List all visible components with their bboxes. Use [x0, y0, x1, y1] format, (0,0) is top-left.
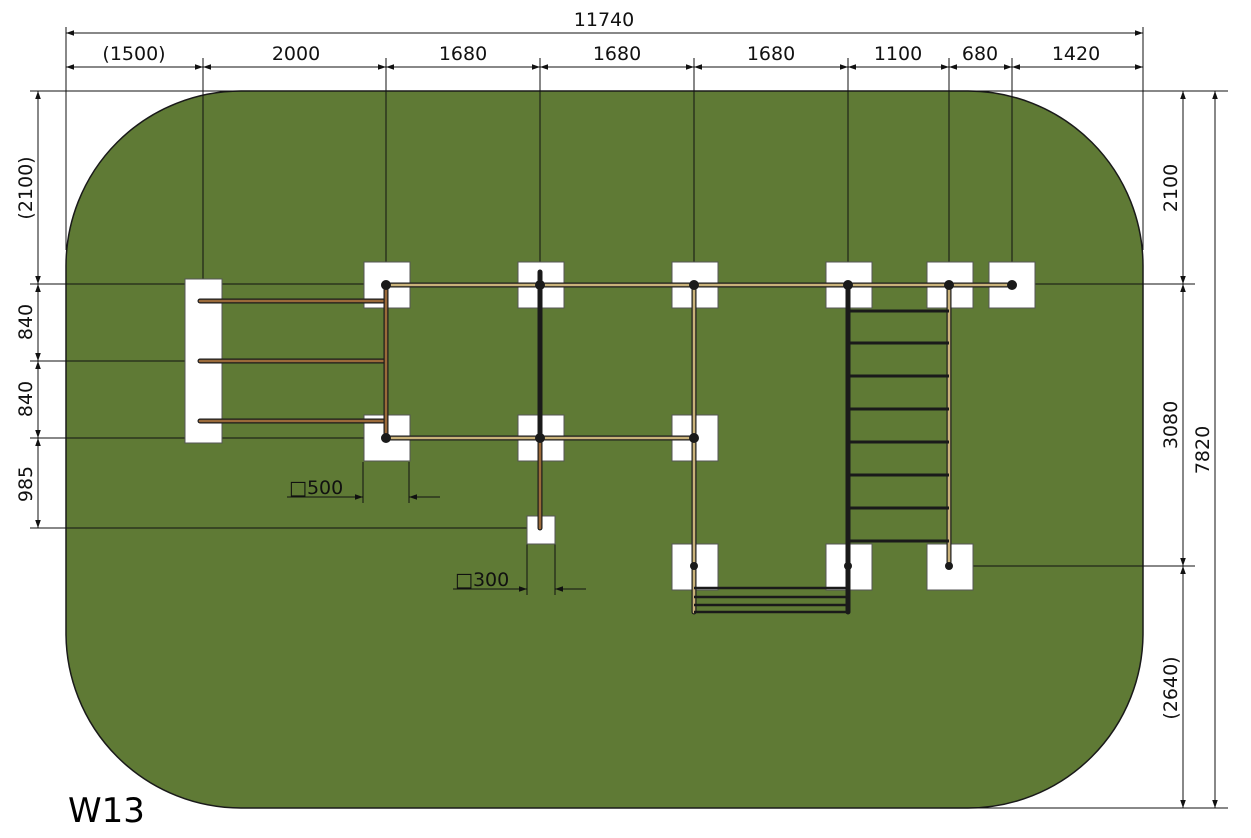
post: [945, 562, 953, 570]
post: [381, 280, 391, 290]
dim-overall-height: 7820: [1192, 426, 1214, 474]
dim-top-6: 1100: [874, 43, 922, 65]
monkey-bar-rungs: [848, 309, 949, 543]
post: [381, 433, 391, 443]
dim-right-3: (2640): [1160, 656, 1182, 719]
dim-left-1: (2100): [15, 156, 37, 219]
post: [535, 280, 545, 290]
drawing-title: W13: [68, 791, 145, 831]
post: [535, 433, 545, 443]
dim-right-2: 3080: [1160, 401, 1182, 449]
dim-top-4: 1680: [593, 43, 641, 65]
post: [689, 280, 699, 290]
post: [1007, 280, 1017, 290]
dim-left-3: 840: [15, 381, 37, 417]
dim-top-7: 680: [962, 43, 998, 65]
dim-overall-width: 11740: [574, 9, 634, 31]
footing-large-label: □500: [289, 477, 343, 499]
dim-top-1: (1500): [102, 43, 165, 65]
dim-top-5: 1680: [747, 43, 795, 65]
footing-size-callouts: [287, 462, 586, 595]
dim-top-2: 2000: [272, 43, 320, 65]
ground-surface: [65, 90, 1144, 809]
horizontal-ladder-bars: [197, 269, 543, 531]
dim-left-4: 985: [15, 466, 37, 502]
post: [944, 280, 954, 290]
post: [689, 433, 699, 443]
dim-left-2: 840: [15, 304, 37, 340]
top-dimension-lines: [66, 30, 1143, 70]
dim-right-1: 2100: [1160, 164, 1182, 212]
dim-top-8: 1420: [1052, 43, 1100, 65]
dim-top-3: 1680: [439, 43, 487, 65]
footing-small-label: □300: [455, 569, 509, 591]
post: [690, 562, 698, 570]
posts: [381, 280, 1017, 570]
post: [844, 562, 852, 570]
post: [843, 280, 853, 290]
right-dimension-lines: [1180, 91, 1218, 808]
bottom-bars: [694, 586, 848, 614]
